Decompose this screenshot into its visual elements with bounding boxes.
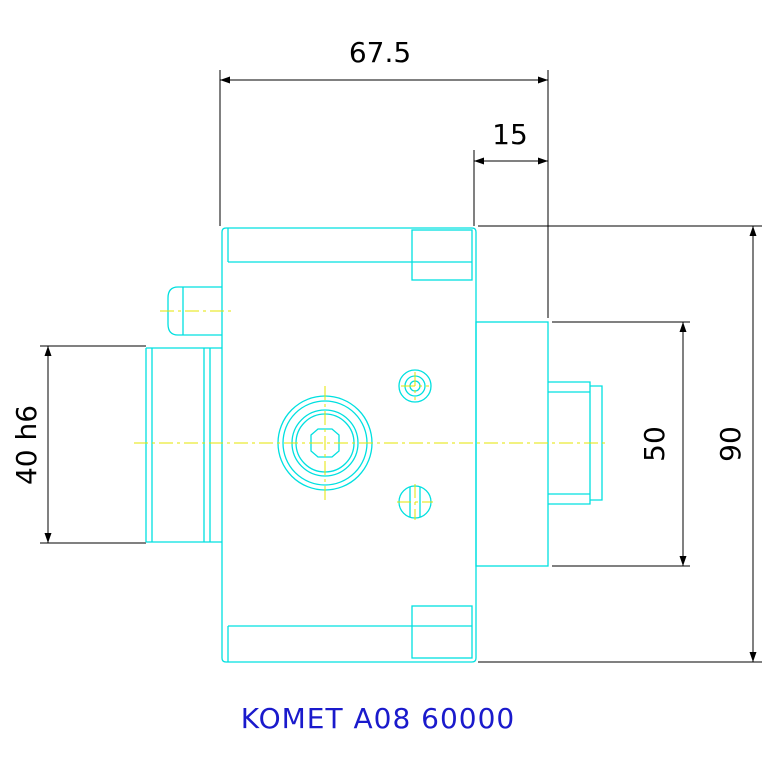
right-flange [475, 321, 549, 567]
part-outline [145, 227, 603, 663]
main-body [221, 227, 477, 663]
dim-67-5: 67.5 [349, 36, 411, 69]
dim-15: 15 [492, 118, 528, 151]
upper-hole [398, 369, 432, 403]
dim-90: 90 [714, 426, 747, 462]
dimensions [40, 70, 762, 663]
left-shaft [145, 347, 222, 543]
top-pocket [411, 229, 473, 281]
dim-40h6: 40 h6 [10, 405, 43, 485]
part-title: KOMET A08 60000 [241, 702, 515, 735]
hex-socket [310, 428, 340, 458]
dim-50: 50 [638, 426, 671, 462]
bottom-pocket [411, 605, 473, 659]
center-lines [134, 310, 606, 520]
